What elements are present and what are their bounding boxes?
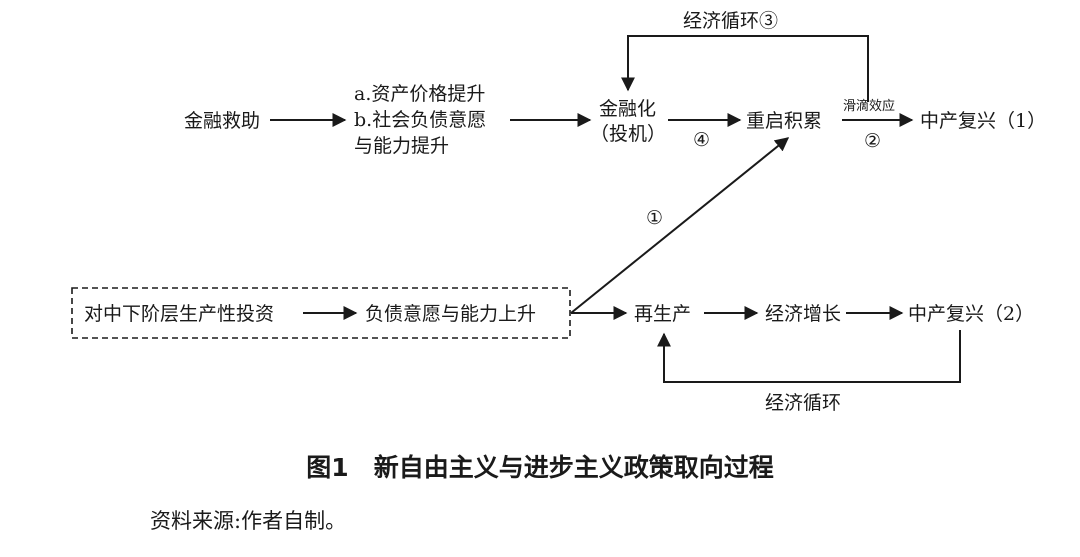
policy-flow-diagram: 金融救助 a.资产价格提升 b.社会负债意愿 与能力提升 金融化 （投机） ④ … bbox=[71, 10, 1046, 414]
node-restart-accumulation: 重启积累 bbox=[746, 110, 822, 132]
edge-label-trickle-down: 滑滴效应 bbox=[843, 98, 895, 114]
node-middle-revival-1: 中产复兴（1） bbox=[920, 110, 1046, 132]
node-debt-capacity-up: 负债意愿与能力上升 bbox=[365, 303, 536, 325]
node-middle-revival-2: 中产复兴（2） bbox=[908, 303, 1034, 325]
node-social-debt-line1: b.社会负债意愿 bbox=[354, 109, 486, 131]
node-asset-price: a.资产价格提升 bbox=[354, 83, 485, 105]
edge-label-circle-4: ④ bbox=[693, 129, 710, 151]
node-reproduction: 再生产 bbox=[634, 303, 691, 325]
loop-economic-cycle bbox=[657, 330, 961, 383]
investment-policy-box bbox=[71, 287, 571, 339]
node-social-debt-line2: 与能力提升 bbox=[354, 135, 449, 157]
node-financialization: 金融化 bbox=[599, 98, 656, 120]
node-speculation: （投机） bbox=[590, 123, 666, 145]
node-economic-growth: 经济增长 bbox=[765, 303, 841, 325]
edge-label-circle-2: ② bbox=[864, 130, 881, 152]
edge-label-economic-cycle-3: 经济循环③ bbox=[683, 10, 778, 32]
edge-label-circle-1: ① bbox=[646, 207, 663, 229]
source-note: 资料来源:作者自制。 bbox=[150, 509, 347, 533]
loop-economic-cycle-3 bbox=[621, 35, 869, 102]
arrow-investment-to-accumulation bbox=[570, 137, 790, 314]
figure-caption: 图1 新自由主义与进步主义政策取向过程 bbox=[306, 453, 774, 482]
node-financial-rescue: 金融救助 bbox=[184, 110, 260, 132]
node-invest-middle-lower: 对中下阶层生产性投资 bbox=[84, 303, 274, 325]
edge-label-economic-cycle: 经济循环 bbox=[765, 392, 841, 414]
